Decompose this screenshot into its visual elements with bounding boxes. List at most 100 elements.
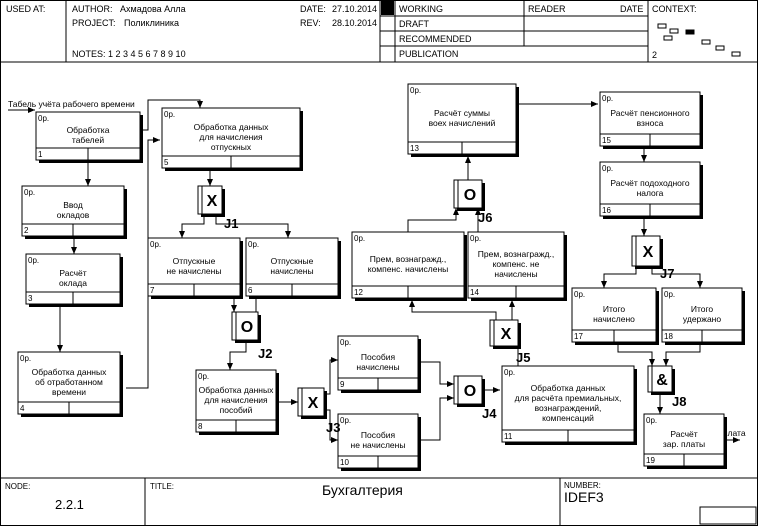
unit-label: Обработка данных xyxy=(531,383,606,393)
unit-number: 1 xyxy=(38,150,43,159)
junction-j4[interactable]: OJ4 xyxy=(453,375,497,421)
unit-label: Расчёт xyxy=(59,268,86,278)
unit-number: 9 xyxy=(340,380,345,389)
junction-j7[interactable]: X J7 xyxy=(631,235,674,281)
unit-label: для начисления xyxy=(204,395,268,405)
working-status-mark xyxy=(381,1,394,15)
unit-number: 13 xyxy=(410,144,419,153)
date-value: 27.10.2014 xyxy=(332,4,378,14)
arrow-10-j4 xyxy=(418,395,454,441)
unit-number: 4 xyxy=(20,404,25,413)
unit-cost: 0р. xyxy=(164,110,175,119)
footer-grid xyxy=(0,477,758,526)
unit-label: Пособия xyxy=(361,352,396,362)
rev-label: REV: xyxy=(300,18,321,28)
number-label: NUMBER: xyxy=(564,481,601,490)
unit-label: Пособия xyxy=(361,430,396,440)
junction-j1[interactable]: XJ1 xyxy=(197,185,238,231)
unit-label: Расчёт подоходного xyxy=(610,178,689,188)
junction-label: J3 xyxy=(326,420,340,435)
junction-j8[interactable]: &J8 xyxy=(647,365,686,409)
junction-j2[interactable]: OJ2 xyxy=(231,311,272,361)
unit-label: начислены xyxy=(494,269,537,279)
junction-symbol: X xyxy=(643,244,654,261)
unit-label: начислено xyxy=(593,314,635,324)
unit-number: 8 xyxy=(198,422,203,431)
unit-label: отпускных xyxy=(211,142,252,152)
arrow-17-j8 xyxy=(617,342,655,366)
unit-cost: 0р. xyxy=(410,86,421,95)
unit-label: Итого xyxy=(603,304,626,314)
unit-label: налога xyxy=(637,188,664,198)
unit-cost: 0р. xyxy=(38,114,49,123)
junction-j5[interactable]: XJ5 xyxy=(489,319,530,365)
project-label: PROJECT: xyxy=(72,18,116,28)
unit-number: 11 xyxy=(504,432,513,441)
unit-label: табелей xyxy=(72,135,104,145)
unit-label: оклада xyxy=(59,278,87,288)
unit-frame xyxy=(501,365,635,443)
status-recommended: RECOMMENDED xyxy=(399,34,472,44)
unit-number: 10 xyxy=(340,458,349,467)
arrow-j1-6 xyxy=(215,214,291,238)
unit-label: удержано xyxy=(683,314,721,324)
unit-label: для начисления xyxy=(199,132,263,142)
project-value: Поликлиника xyxy=(124,18,180,28)
unit-label: Расчёт суммы xyxy=(434,108,490,118)
unit-label: Обработка данных xyxy=(194,122,269,132)
unit-cost: 0р. xyxy=(602,164,613,173)
unit-number: 12 xyxy=(354,288,363,297)
arrow-j2-8 xyxy=(227,340,247,370)
unit-label: не начислены xyxy=(351,440,406,450)
junction-label: J1 xyxy=(224,216,238,231)
status-publication: PUBLICATION xyxy=(399,49,459,59)
unit-number: 17 xyxy=(574,332,583,341)
unit-number: 2 xyxy=(24,226,29,235)
unit-cost: 0р. xyxy=(646,416,657,425)
unit-label: Отпускные xyxy=(271,256,314,266)
junction-frame xyxy=(453,179,483,209)
junction-label: J6 xyxy=(478,210,492,225)
unit-label: для расчёта премиальных, xyxy=(515,393,622,403)
unit-cost: 0р. xyxy=(340,338,351,347)
junction-label: J7 xyxy=(660,266,674,281)
unit-label: пособий xyxy=(220,405,253,415)
unit-cost: 0р. xyxy=(20,354,31,363)
unit-label: Обработка данных xyxy=(199,385,274,395)
reader-label: READER xyxy=(528,4,566,14)
junction-label: J8 xyxy=(672,394,686,409)
unit-cost: 0р. xyxy=(248,240,259,249)
unit-label: Прем, вознагражд., xyxy=(370,254,446,264)
junction-symbol: & xyxy=(656,372,668,389)
junction-symbol: O xyxy=(464,187,476,204)
arrow-j7-17 xyxy=(601,266,637,288)
junction-label: J5 xyxy=(516,350,530,365)
junction-j3[interactable]: X J3 xyxy=(297,387,340,435)
arrow-j3-9 xyxy=(324,357,338,395)
arrow-12-j6 xyxy=(407,208,459,232)
junction-j6[interactable]: OJ6 xyxy=(453,179,492,225)
junction-symbol: X xyxy=(308,395,319,412)
unit-label: Расчёт пенсионного xyxy=(610,108,689,118)
status-draft: DRAFT xyxy=(399,19,429,29)
